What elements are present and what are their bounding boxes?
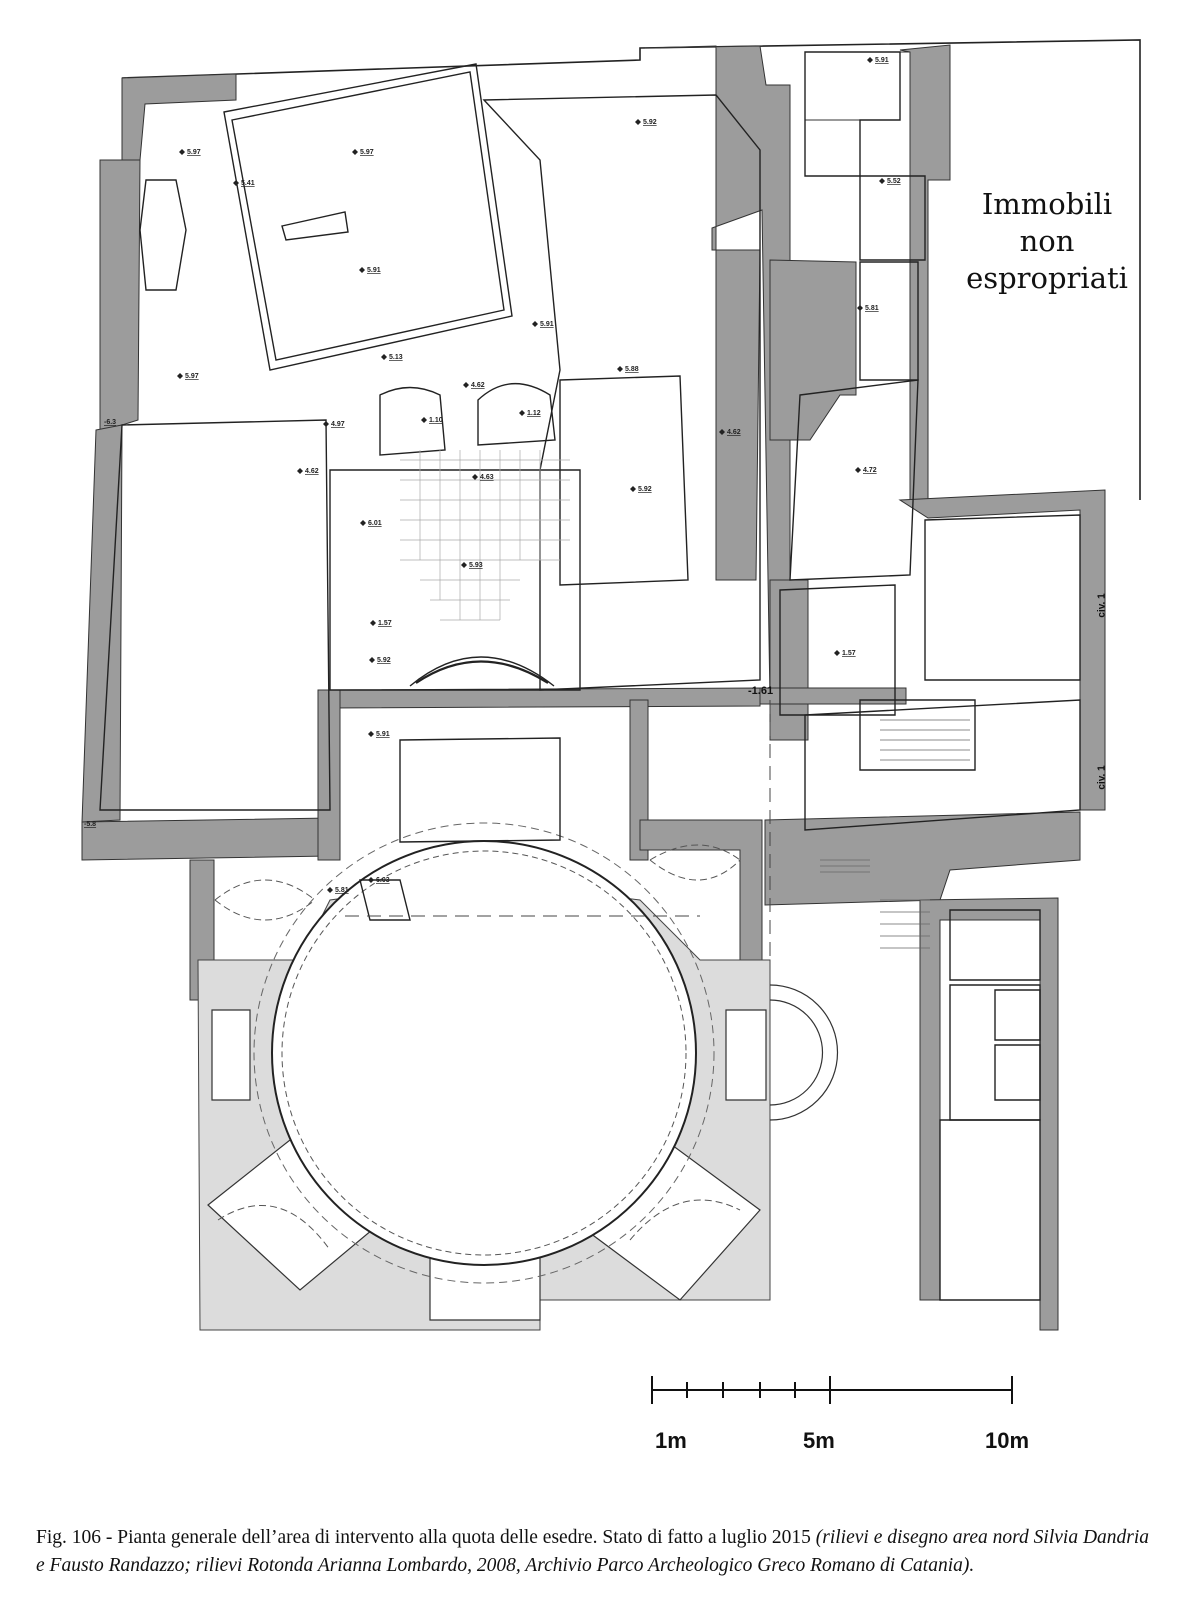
elevation-markers: 5.97 5.97 5.41 5.91 5.97 5.92 5.91 5.52 5.91 5.13… [177, 57, 901, 894]
elevation-value: 6.03 [376, 877, 390, 884]
non-expropriated-label: Immobili non espropriati [962, 186, 1132, 297]
elevation-point-icon [381, 354, 387, 360]
elevation-value: 5.91 [376, 731, 390, 738]
elevation-value: 1.57 [378, 620, 392, 627]
elevation-value: 5.81 [335, 887, 349, 894]
elevation-point-icon [635, 119, 641, 125]
elevation-point-icon [177, 373, 183, 379]
elevation-value: 5.91 [540, 321, 554, 328]
stairs [820, 719, 970, 949]
left-mark-upper: -6.3 [104, 419, 116, 426]
elevation-point-icon [352, 149, 358, 155]
elevation-point-icon [519, 410, 525, 416]
elevation-value: 5.92 [638, 486, 652, 493]
elevation-value: 4.62 [471, 382, 485, 389]
elevation-point-icon [359, 267, 365, 273]
civic-number-upper: civ. 1 [1096, 593, 1108, 618]
elevation-point-icon [297, 468, 303, 474]
elevation-point-icon [630, 486, 636, 492]
elevation-point-icon [327, 887, 333, 893]
elevation-point-icon [857, 305, 863, 311]
elevation-value: 4.62 [727, 429, 741, 436]
left-elevation-marks: -6.3 -5.8 [84, 419, 116, 828]
elevation-value: 5.92 [377, 657, 391, 664]
elevation-value: 6.01 [368, 520, 382, 527]
elevation-value: 5.52 [887, 178, 901, 185]
civic-number-lower: civ. 1 [1096, 765, 1108, 790]
elevation-value: 1.10 [429, 417, 443, 424]
figure-caption: Fig. 106 - Pianta generale dell’area di … [36, 1524, 1156, 1580]
elevation-point-icon [421, 417, 427, 423]
elevation-value: 5.92 [643, 119, 657, 126]
elevation-value: 5.97 [185, 373, 199, 380]
caption-text: Fig. 106 - Pianta generale dell’area di … [36, 1527, 816, 1548]
elevation-value: 5.91 [875, 57, 889, 64]
elevation-point-icon [233, 180, 239, 186]
caption-credits: (rilievi e disegno area nord Silvia Dand… [36, 1527, 1150, 1576]
elevation-point-icon [370, 620, 376, 626]
elevation-value: 5.91 [367, 267, 381, 274]
corner-vaults [214, 844, 741, 1251]
label-line-2: non [1019, 224, 1075, 258]
elevation-point-icon [369, 657, 375, 663]
elevation-value: 5.97 [187, 149, 201, 156]
elevation-point-icon [179, 149, 185, 155]
elevation-point-icon [463, 382, 469, 388]
label-line-1: Immobili [981, 187, 1113, 221]
elevation-point-icon [368, 877, 374, 883]
elevation-point-icon [368, 731, 374, 737]
elevation-point-icon [532, 321, 538, 327]
elevation-value: 1.12 [527, 410, 541, 417]
scale-label-10m: 10m [985, 1428, 1030, 1453]
elevation-point-icon [617, 366, 623, 372]
elevation-point-icon [323, 421, 329, 427]
elevation-value: 4.97 [331, 421, 345, 428]
east-exedra [769, 984, 839, 1121]
elevation-point-icon [867, 57, 873, 63]
elevation-point-icon [834, 650, 840, 656]
scale-label-5m: 5m [803, 1428, 835, 1453]
paving-grid [400, 450, 570, 621]
scale-label-1m: 1m [655, 1428, 687, 1453]
dashed-lines [345, 700, 771, 980]
elevation-point-icon [461, 562, 467, 568]
elevation-value: 5.88 [625, 366, 639, 373]
elevation-point-icon [472, 474, 478, 480]
elevation-value: 5.41 [241, 180, 255, 187]
elevation-point-icon [879, 178, 885, 184]
label-line-3: espropriati [966, 261, 1128, 295]
rotunda-niches [207, 1009, 767, 1321]
elevation-value: 1.57 [842, 650, 856, 657]
elevation-point-icon [855, 467, 861, 473]
elevation-value: 4.63 [480, 474, 494, 481]
elevation-value: 5.93 [469, 562, 483, 569]
scale-bar [651, 1376, 1013, 1404]
elevation-value: 5.81 [865, 305, 879, 312]
elevation-value: 5.13 [389, 354, 403, 361]
elevation-value: 4.62 [305, 468, 319, 475]
elevation-point-icon [719, 429, 725, 435]
elevation-mark: -1.61 [748, 685, 773, 697]
site-plan: 5.97 5.97 5.41 5.91 5.97 5.92 5.91 5.52 5.91 5.13… [81, 39, 1141, 1331]
wall-masses [81, 44, 1106, 1331]
elevation-value: 5.97 [360, 149, 374, 156]
left-mark-lower: -5.8 [84, 821, 96, 828]
elevation-point-icon [360, 520, 366, 526]
elevation-value: 4.72 [863, 467, 877, 474]
north-structures [99, 51, 1081, 1301]
